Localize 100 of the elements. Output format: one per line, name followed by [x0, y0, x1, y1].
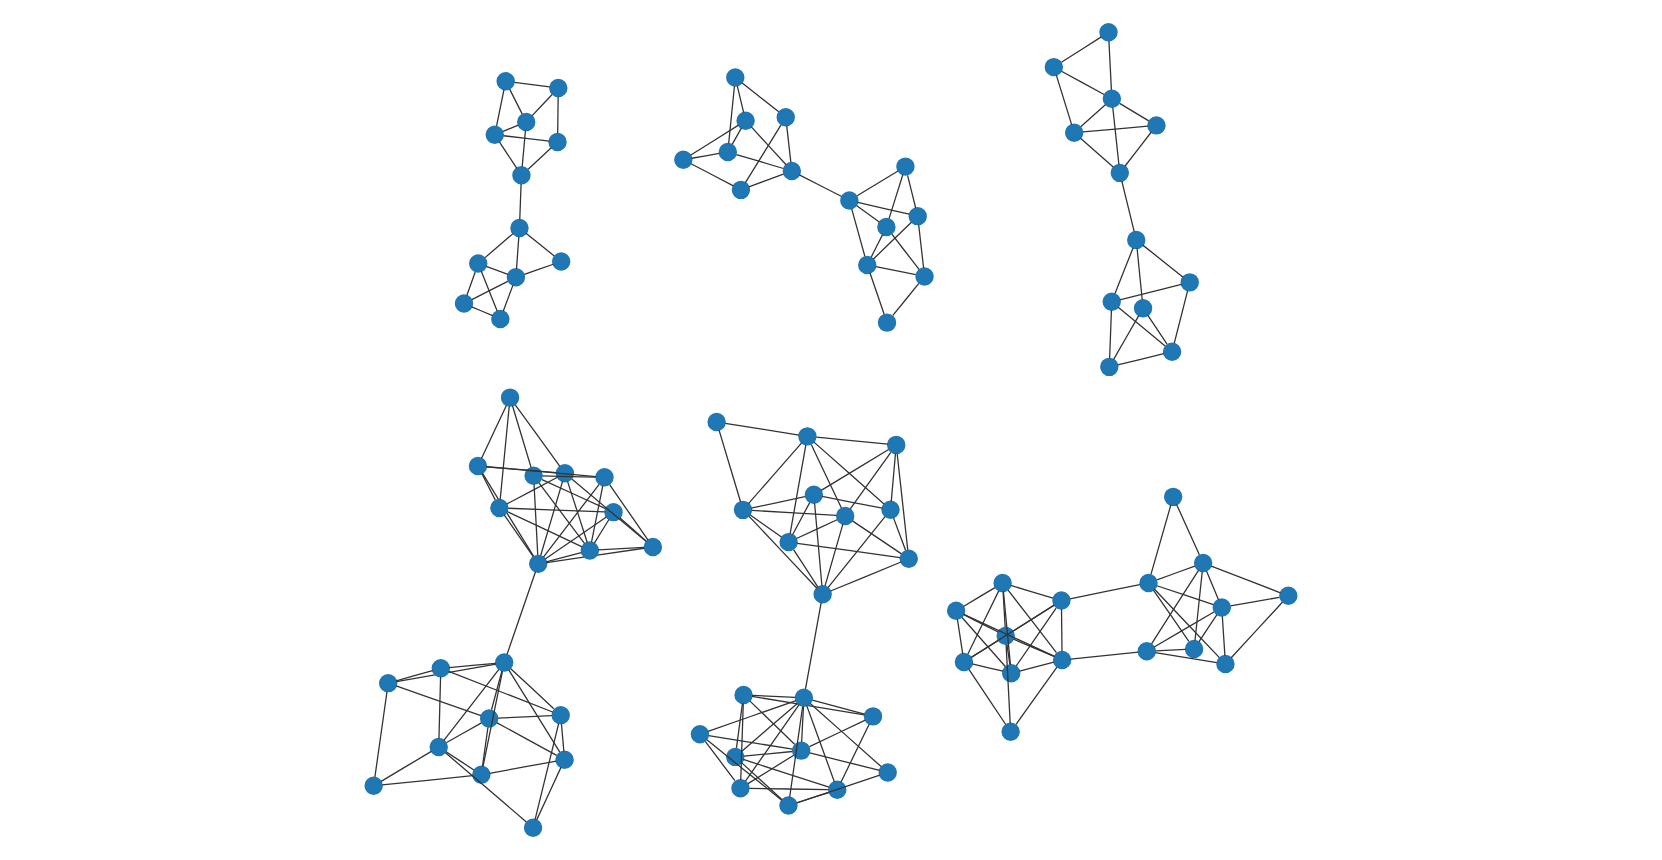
connector	[792, 549, 819, 588]
node-circle	[1052, 591, 1071, 610]
connector	[796, 542, 901, 559]
node-circle	[555, 464, 575, 483]
node-circle	[524, 466, 543, 485]
connector	[536, 766, 562, 821]
connector	[741, 82, 780, 113]
connector	[1121, 180, 1135, 233]
connector	[808, 719, 866, 748]
connector	[506, 571, 537, 655]
node-circle	[736, 111, 755, 130]
node-circle	[877, 217, 896, 237]
connector	[448, 670, 554, 713]
connector	[855, 204, 880, 223]
connector	[1156, 585, 1215, 606]
connector	[1069, 651, 1139, 660]
connector	[809, 752, 881, 772]
connector	[490, 670, 503, 711]
connector	[527, 147, 552, 170]
connector	[1156, 565, 1196, 581]
connector	[506, 510, 583, 548]
connector	[1018, 661, 1055, 672]
connector	[1069, 584, 1141, 600]
node-circle	[1137, 642, 1156, 661]
connector	[872, 221, 913, 260]
node-circle	[908, 206, 927, 226]
node-circle	[674, 150, 693, 169]
connector	[704, 740, 736, 782]
connector	[1012, 638, 1055, 658]
connector	[1175, 503, 1200, 556]
connector	[503, 514, 535, 558]
connector	[851, 520, 903, 555]
connector	[1055, 74, 1073, 126]
connector	[502, 284, 514, 312]
connector	[471, 306, 494, 317]
connector	[445, 751, 475, 771]
node-circle	[500, 388, 520, 407]
connector	[506, 476, 559, 505]
connector	[815, 436, 889, 445]
node-circle	[858, 255, 877, 275]
connector	[521, 129, 527, 168]
node-circle	[877, 313, 897, 332]
connector	[970, 604, 1055, 658]
node-circle	[580, 541, 600, 560]
node-circle	[1110, 163, 1129, 183]
connector	[443, 668, 500, 742]
connector	[970, 639, 1000, 659]
connector	[1119, 283, 1183, 301]
connector	[747, 754, 795, 785]
node-circle	[878, 763, 897, 782]
node-circle	[1064, 123, 1084, 142]
node-circle	[1184, 639, 1204, 659]
connector	[789, 705, 804, 798]
node-circle	[881, 500, 900, 520]
connector	[1147, 314, 1168, 345]
node-circle	[828, 780, 847, 799]
node-circle	[529, 554, 548, 574]
connector	[749, 514, 783, 538]
node-circle	[485, 125, 504, 144]
connector	[502, 124, 519, 132]
node-circle	[1162, 342, 1182, 361]
node-circle	[863, 707, 883, 726]
connector	[851, 208, 866, 257]
connector	[481, 472, 496, 501]
connector	[545, 552, 582, 563]
connector	[1221, 615, 1226, 657]
connector	[691, 152, 720, 159]
node-circle	[1002, 664, 1021, 683]
node-circle	[1044, 57, 1064, 77]
connector	[1117, 306, 1166, 347]
connector	[480, 404, 508, 459]
connector	[571, 478, 647, 543]
node-circle	[523, 818, 543, 837]
connector	[496, 721, 558, 756]
connector	[445, 722, 483, 744]
connector	[740, 702, 744, 781]
node-circle	[468, 456, 488, 476]
node-circle	[1279, 586, 1298, 606]
connector	[890, 452, 897, 502]
connector	[485, 265, 509, 276]
connector	[1112, 314, 1140, 361]
connector	[962, 586, 996, 608]
connector	[509, 667, 555, 710]
connector	[786, 125, 792, 163]
connector	[619, 517, 647, 542]
node-circle	[779, 532, 798, 552]
connector	[748, 787, 830, 791]
connector	[1124, 131, 1152, 167]
connector	[735, 153, 785, 170]
connector	[511, 405, 532, 469]
node-circle	[1139, 573, 1158, 593]
connector	[791, 501, 811, 536]
connector	[869, 272, 885, 315]
connector	[590, 484, 604, 543]
connector	[471, 280, 509, 301]
connector	[1015, 666, 1058, 725]
connector	[744, 124, 782, 184]
connector	[963, 614, 999, 633]
connector	[896, 452, 909, 551]
node-circle	[512, 166, 531, 185]
